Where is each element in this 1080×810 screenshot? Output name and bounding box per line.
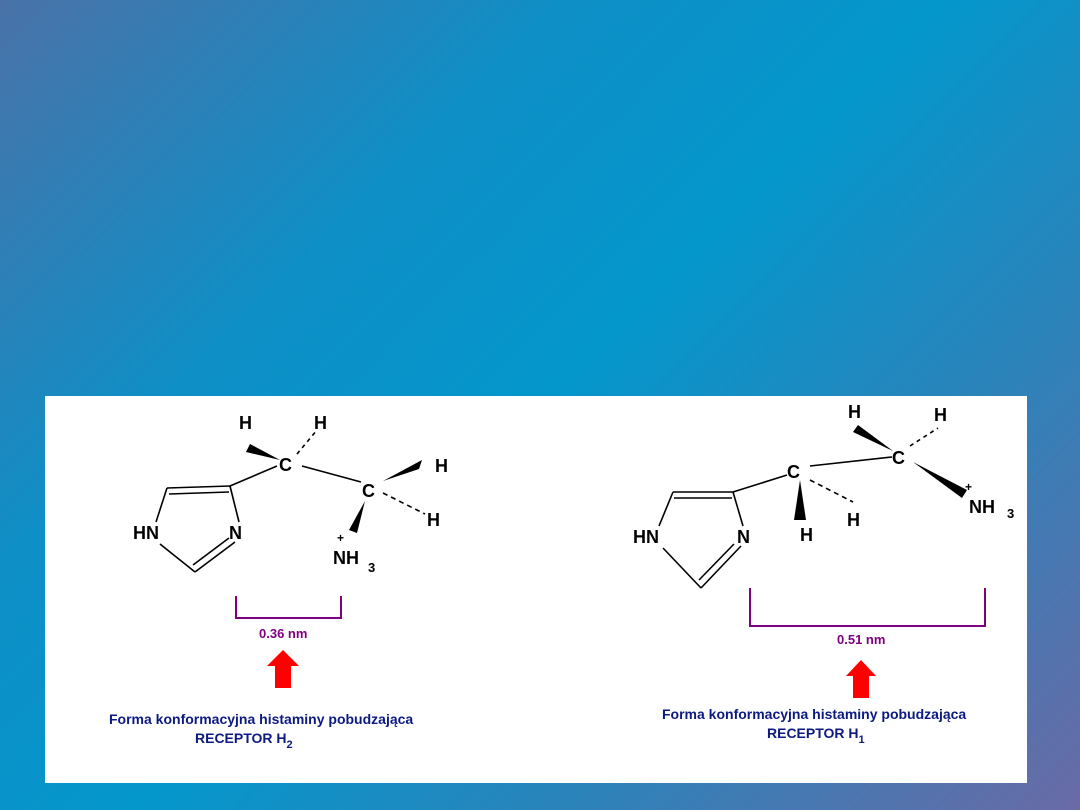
left-wedge-c1-h: [246, 444, 280, 460]
left-dash-c2-h: [382, 492, 426, 515]
right-up-arrow: [846, 660, 876, 698]
left-atom-h4: H: [427, 510, 440, 530]
left-atom-n: N: [229, 523, 242, 543]
left-atom-nh: NH: [333, 548, 359, 568]
right-dash-c2-h: [909, 427, 939, 447]
left-distance-bracket: [235, 596, 342, 619]
right-wedge-c2-h: [853, 425, 893, 451]
left-up-arrow: [267, 650, 299, 688]
left-atom-hn: HN: [133, 523, 159, 543]
left-imidazole-ring: [155, 485, 240, 573]
right-distance-bracket: [749, 588, 986, 627]
left-atom-c1: C: [279, 455, 292, 475]
right-backbone: [732, 456, 893, 493]
right-molecule: H H C C H H HN N + NH 3: [633, 402, 1014, 589]
right-caption-line1: Forma konformacyjna histaminy pobudzając…: [662, 706, 966, 722]
right-distance-label: 0.51 nm: [837, 632, 885, 647]
left-molecule: H H C H C H HN N + NH 3: [133, 413, 448, 575]
left-backbone: [229, 465, 362, 487]
left-distance-label: 0.36 nm: [259, 626, 307, 641]
right-atom-nh-sub: 3: [1007, 506, 1014, 521]
left-wedge-c2-h: [383, 460, 422, 481]
left-atom-h2: H: [314, 413, 327, 433]
left-atom-h1: H: [239, 413, 252, 433]
right-charge: +: [965, 480, 972, 494]
right-wedge-c1-h: [794, 480, 806, 520]
right-atom-nh: NH: [969, 497, 995, 517]
left-caption-line1: Forma konformacyjna histaminy pobudzając…: [109, 711, 413, 727]
right-imidazole-ring: [658, 491, 744, 589]
right-atom-c2: C: [892, 448, 905, 468]
left-dash-c1-h: [296, 429, 318, 455]
diagram-panel: H H C H C H HN N + NH 3 0.36 nm Forma ko…: [45, 396, 1027, 783]
right-atom-h3: H: [847, 510, 860, 530]
right-caption-line2: RECEPTOR H1: [767, 725, 865, 746]
right-atom-n: N: [737, 527, 750, 547]
left-atom-h3: H: [435, 456, 448, 476]
left-wedge-c2-n: [349, 501, 365, 533]
left-charge: +: [337, 531, 344, 545]
right-atom-h2: H: [934, 405, 947, 425]
left-caption-line2: RECEPTOR H2: [195, 730, 293, 751]
right-wedge-c2-n: [913, 462, 967, 498]
histamine-conformations-diagram: H H C H C H HN N + NH 3 0.36 nm Forma ko…: [109, 402, 1014, 751]
left-atom-c2: C: [362, 481, 375, 501]
right-atom-h1: H: [848, 402, 861, 422]
right-atom-c1: C: [787, 462, 800, 482]
right-atom-hn: HN: [633, 527, 659, 547]
left-atom-nh-sub: 3: [368, 560, 375, 575]
right-dash-c1-h: [809, 479, 854, 503]
right-atom-h4: H: [800, 525, 813, 545]
